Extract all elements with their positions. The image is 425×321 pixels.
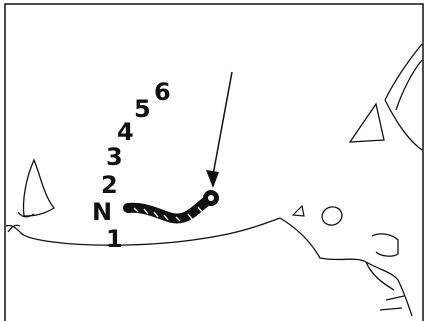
frame-tube-outline bbox=[384, 43, 423, 151]
small-opening bbox=[291, 204, 305, 217]
bracket-outline bbox=[371, 233, 399, 257]
gear-shift-lever-texture bbox=[133, 206, 203, 222]
gear-label-5: 5 bbox=[134, 95, 151, 123]
gear-label-4: 4 bbox=[117, 118, 134, 146]
frame-triangle-opening bbox=[348, 102, 385, 143]
gear-label-neutral: N bbox=[92, 198, 112, 226]
gear-label-3: 3 bbox=[106, 143, 123, 171]
gear-label-6: 6 bbox=[154, 78, 171, 106]
left-cover-edge bbox=[7, 211, 35, 233]
oval-opening bbox=[321, 206, 343, 226]
gear-label-2: 2 bbox=[101, 171, 118, 199]
left-cover-outline bbox=[22, 158, 55, 217]
arrow-head bbox=[206, 170, 219, 188]
gear-shift-lever bbox=[123, 195, 213, 224]
gear-label-1: 1 bbox=[106, 225, 123, 253]
lever-pivot-hole bbox=[208, 195, 214, 201]
engine-casing-outline bbox=[5, 217, 281, 246]
frame-border bbox=[4, 3, 424, 321]
arrow-shaft bbox=[212, 71, 233, 176]
lower-housing-outline bbox=[279, 217, 413, 317]
